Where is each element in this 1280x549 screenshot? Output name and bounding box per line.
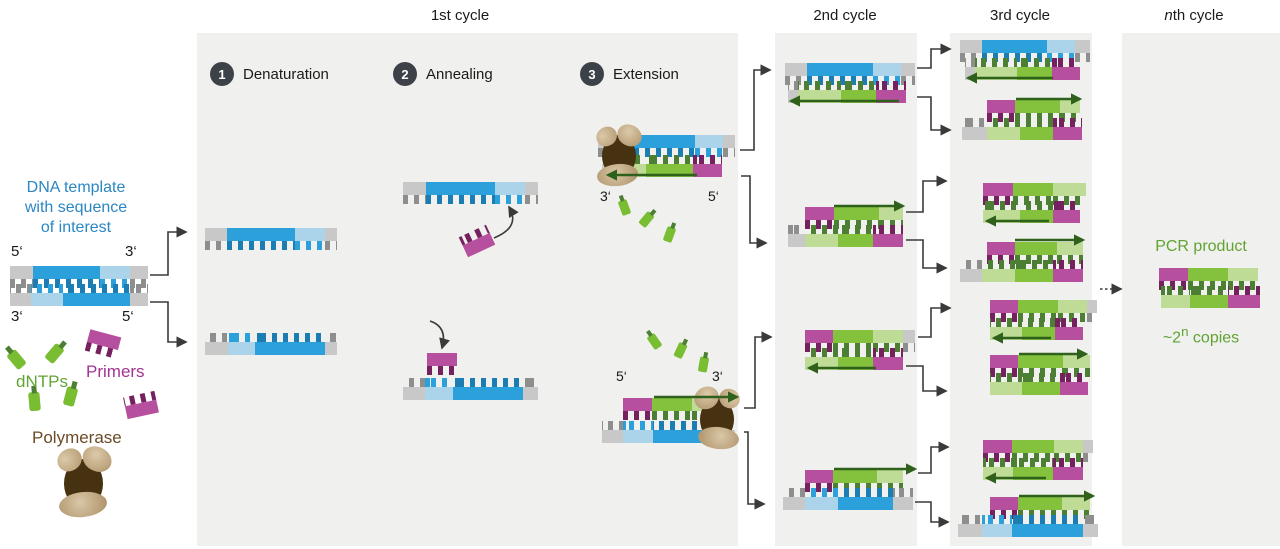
cycle3-duplex3-top — [983, 183, 1086, 205]
polymerase-icon — [592, 120, 647, 188]
primer-icon — [427, 353, 457, 375]
primer-icon — [123, 390, 159, 420]
cycleN-title-n: n — [1164, 7, 1173, 24]
annealing-bottom-strand — [403, 378, 538, 400]
step-annealing: 2 Annealing — [393, 62, 493, 86]
polymerase-label: Polymerase — [32, 428, 122, 447]
copies-post: copies — [1188, 329, 1240, 347]
cycle3-duplex1-product — [965, 58, 1080, 80]
first-cycle-panel — [197, 33, 738, 546]
template-strand-3-5 — [10, 284, 148, 306]
cycle2-duplex3-template — [805, 330, 915, 352]
cycle3-duplex6-bottom — [990, 373, 1088, 395]
step-3-badge: 3 — [580, 62, 604, 86]
step-3-label: Extension — [613, 65, 679, 83]
step-2-badge: 2 — [393, 62, 417, 86]
dntp-icon — [645, 330, 663, 351]
annealing-top-strand — [403, 182, 538, 204]
cycle3-duplex3-bottom — [983, 201, 1080, 223]
copies-sup: n — [1181, 324, 1189, 339]
dntp-icon — [662, 222, 677, 244]
primer-icon — [458, 224, 496, 258]
cycle3-duplex4-bottom — [960, 260, 1083, 282]
cycle3-duplex7-bottom — [983, 458, 1083, 480]
cycleN-title-rest: th cycle — [1172, 7, 1224, 24]
prime-label-3-top-right: 3‘ — [125, 243, 137, 260]
template-strand-5-3 — [10, 266, 148, 288]
cycle2-title: 2nd cycle — [813, 7, 877, 24]
step-1-badge: 1 — [210, 62, 234, 86]
cycle3-duplex1-template — [960, 40, 1090, 62]
prime-label-3-bottom-left: 3‘ — [11, 308, 23, 325]
prime-label-ext-top-3: 3‘ — [600, 188, 611, 204]
cycle2-duplex4-template — [783, 488, 913, 510]
cycle2-duplex2-product — [805, 207, 903, 229]
step-extension: 3 Extension — [580, 62, 679, 86]
cycle3-duplex8-template — [958, 515, 1098, 537]
prime-label-ext-bottom-5: 5‘ — [616, 368, 627, 384]
dntp-icon — [697, 351, 710, 373]
cycle1-title: 1st cycle — [430, 7, 490, 24]
second-cycle-panel — [775, 33, 917, 546]
primer-icon — [84, 329, 122, 359]
dntps-label: dNTPs — [16, 372, 68, 391]
denatured-bottom-strand — [205, 333, 337, 355]
prime-label-5-top-left: 5‘ — [11, 243, 23, 260]
copies-label: ~2n copies — [1122, 324, 1280, 347]
dntp-icon — [28, 385, 41, 412]
denatured-top-strand — [205, 228, 337, 250]
cycle3-duplex5-bottom — [990, 318, 1083, 340]
cycle3-duplex4-top — [987, 242, 1083, 264]
cycle2-duplex4-product — [805, 470, 903, 492]
dntp-icon — [44, 339, 67, 365]
prime-label-5-bottom-right: 5‘ — [122, 308, 134, 325]
primers-label: Primers — [86, 362, 145, 381]
dntp-icon — [4, 345, 27, 371]
dntp-icon — [638, 208, 657, 229]
step-1-label: Denaturation — [243, 65, 329, 83]
cycle2-duplex2-template — [788, 225, 903, 247]
polymerase-icon — [689, 382, 744, 452]
dntp-icon — [617, 195, 632, 217]
copies-pre: ~2 — [1162, 329, 1182, 347]
pcr-product-top-strand — [1159, 268, 1258, 290]
cycle2-duplex1-template — [785, 63, 915, 85]
cycle3-duplex2-template — [962, 118, 1082, 140]
pcr-product-bottom-strand — [1161, 286, 1260, 308]
cycle3-duplex7-top — [983, 440, 1093, 462]
dna-template-label: DNA template with sequence of interest — [24, 179, 128, 236]
dntp-icon — [673, 338, 688, 360]
cycle2-duplex3-product — [805, 348, 903, 370]
prime-label-ext-top-5: 5‘ — [708, 188, 719, 204]
cycle2-duplex1-product — [788, 81, 906, 103]
cycle3-duplex5-top — [990, 300, 1097, 322]
cycle3-title: 3rd cycle — [989, 7, 1051, 24]
polymerase-icon — [53, 441, 116, 520]
cycle3-duplex8-product — [990, 497, 1090, 519]
cycleN-title: nth cycle — [1129, 7, 1259, 24]
step-denaturation: 1 Denaturation — [210, 62, 329, 86]
step-2-label: Annealing — [426, 65, 493, 83]
pcr-product-label: PCR product — [1155, 238, 1247, 255]
prime-label-ext-bottom-3: 3‘ — [712, 368, 723, 384]
